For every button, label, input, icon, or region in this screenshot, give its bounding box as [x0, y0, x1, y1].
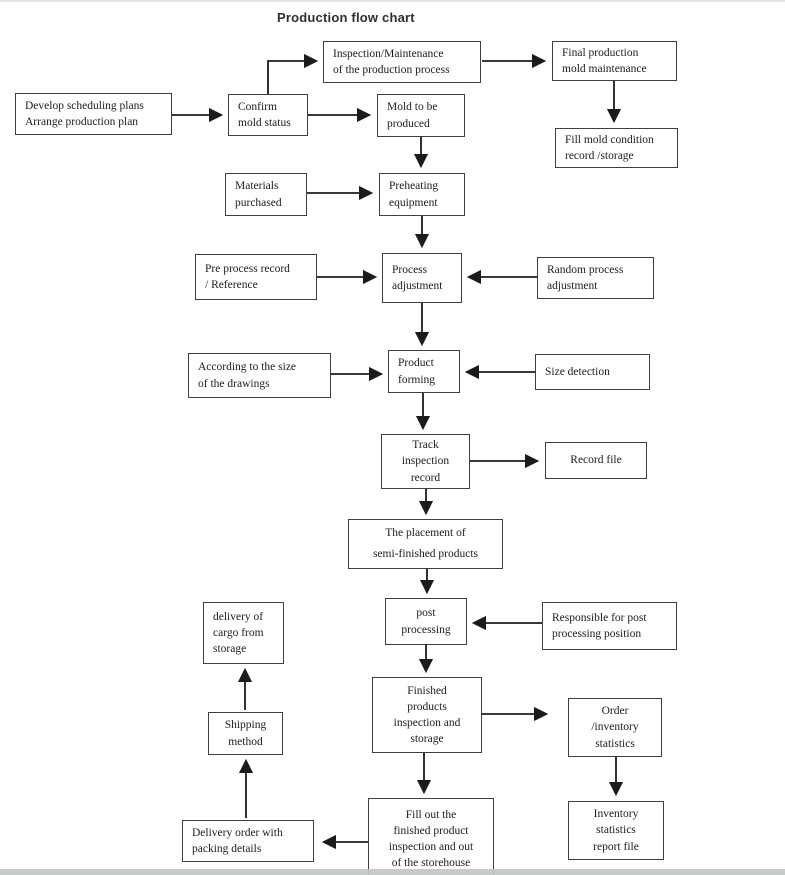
node-finished-products-inspection: Finished products inspection and storage	[372, 677, 482, 753]
node-label: Finished products inspection and storage	[393, 684, 461, 746]
node-label: Confirm mold status	[238, 100, 291, 129]
node-label: Inspection/Maintenance of the production…	[333, 47, 450, 76]
node-develop-scheduling-plans: Develop scheduling plans Arrange product…	[15, 93, 172, 135]
page-top-edge	[0, 0, 785, 2]
node-label: The placement of semi-finished products	[372, 526, 479, 560]
node-product-forming: Product forming	[388, 350, 460, 393]
node-record-file: Record file	[545, 442, 647, 479]
node-inspection-maintenance: Inspection/Maintenance of the production…	[323, 41, 481, 83]
node-random-process-adjustment: Random process adjustment	[537, 257, 654, 299]
node-label: Pre process record / Reference	[205, 262, 290, 291]
node-according-to-size-of-drawings: According to the size of the drawings	[188, 353, 331, 398]
node-label: Process adjustment	[392, 263, 443, 292]
node-track-inspection-record: Track inspection record	[381, 434, 470, 489]
node-label: post processing	[401, 607, 451, 636]
node-label: Develop scheduling plans Arrange product…	[25, 99, 144, 128]
node-label: Materials purchased	[235, 180, 282, 209]
node-label: delivery of cargo from storage	[213, 610, 264, 656]
node-process-adjustment: Process adjustment	[382, 253, 462, 303]
node-delivery-of-cargo: delivery of cargo from storage	[203, 602, 284, 664]
node-post-processing: post processing	[385, 598, 467, 645]
node-label: Responsible for post processing position	[552, 611, 647, 640]
node-label: Delivery order with packing details	[192, 826, 283, 855]
arrow-confirm-to-inspection	[267, 53, 319, 94]
node-label: Track inspection record	[401, 439, 450, 484]
node-final-production-mold-maintenance: Final production mold maintenance	[552, 41, 677, 81]
node-delivery-order-packing: Delivery order with packing details	[182, 820, 314, 862]
node-label: Random process adjustment	[547, 263, 624, 292]
node-label: Fill out the finished product inspection…	[388, 808, 474, 870]
node-label: Fill mold condition record /storage	[565, 133, 654, 162]
node-order-inventory-statistics: Order /inventory statistics	[568, 698, 662, 757]
node-placement-semi-finished: The placement of semi-finished products	[348, 519, 503, 569]
node-label: Size detection	[545, 365, 610, 378]
node-inventory-statistics-report: Inventory statistics report file	[568, 801, 664, 860]
node-pre-process-record: Pre process record / Reference	[195, 254, 317, 300]
node-label: According to the size of the drawings	[198, 361, 297, 390]
node-fill-out-storehouse: Fill out the finished product inspection…	[368, 798, 494, 875]
node-mold-to-be-produced: Mold to be produced	[377, 94, 465, 137]
node-confirm-mold-status: Confirm mold status	[228, 94, 308, 136]
node-responsible-post-processing: Responsible for post processing position	[542, 602, 677, 650]
node-shipping-method: Shipping method	[208, 712, 283, 755]
node-size-detection: Size detection	[535, 354, 650, 390]
node-preheating-equipment: Preheating equipment	[379, 173, 465, 216]
page-bottom-bar	[0, 869, 785, 875]
node-label: Preheating equipment	[389, 180, 439, 209]
node-label: Record file	[570, 454, 622, 467]
node-label: Order /inventory statistics	[591, 705, 639, 750]
node-label: Product forming	[398, 357, 436, 386]
node-label: Inventory statistics report file	[593, 808, 639, 853]
chart-title: Production flow chart	[277, 10, 415, 25]
node-label: Final production mold maintenance	[562, 46, 647, 75]
node-materials-purchased: Materials purchased	[225, 173, 307, 216]
node-fill-mold-condition-record: Fill mold condition record /storage	[555, 128, 678, 168]
node-label: Mold to be produced	[387, 101, 438, 130]
node-label: Shipping method	[224, 719, 267, 748]
